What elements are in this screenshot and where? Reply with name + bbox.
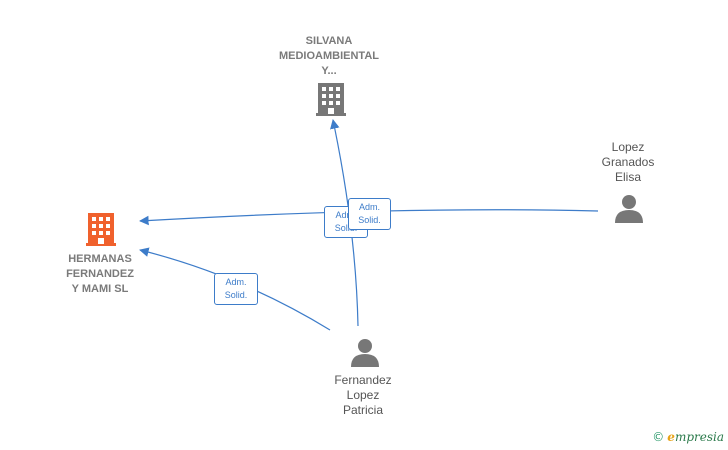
copyright-icon: ©: [652, 430, 665, 444]
edge-badge-adm-solid[interactable]: Adm. Solid.: [214, 273, 258, 305]
person-icon[interactable]: [615, 195, 643, 223]
company-label-silvana[interactable]: SILVANA MEDIOAMBIENTAL Y...: [278, 35, 379, 77]
person-label-lopez-granados[interactable]: Lopez Granados Elisa: [601, 140, 655, 184]
brand-name: mpresia: [674, 430, 724, 444]
building-icon[interactable]: [86, 213, 116, 246]
empresia-logo: ©empresia: [652, 430, 724, 444]
person-label-fernandez-lopez[interactable]: Fernandez Lopez Patricia: [334, 373, 392, 417]
edge-badge-adm-solid[interactable]: Adm. Solid.: [348, 198, 391, 230]
brand-initial: e: [667, 430, 675, 444]
person-icon[interactable]: [351, 339, 379, 367]
company-label-hermanas[interactable]: HERMANAS FERNANDEZ Y MAMI SL: [66, 253, 134, 295]
building-icon[interactable]: [316, 83, 346, 116]
